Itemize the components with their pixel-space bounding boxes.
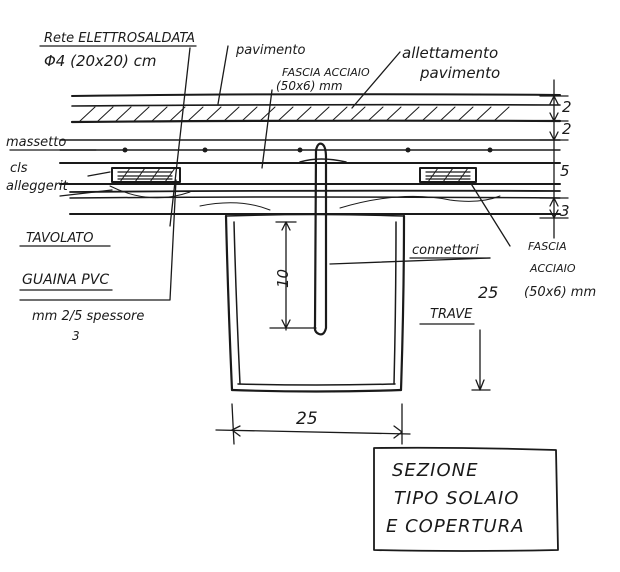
label-allettamento-1: allettamento [402, 44, 498, 62]
steel-plate-left [111, 167, 181, 183]
label-fascia-right-2: ACCIAIO [529, 262, 576, 275]
guaina-line [69, 189, 561, 193]
tavolato-top-line [69, 196, 561, 199]
rete-mesh-dots [122, 147, 493, 153]
connector-rod [313, 142, 328, 336]
beam [224, 213, 406, 393]
label-trave: TRAVE [430, 307, 473, 322]
label-rete-1: Rete ELETTROSALDATA [44, 31, 195, 46]
allettamento-hatching [79, 106, 510, 122]
tavolato-grain-right [339, 195, 501, 209]
annotations: Rete ELETTROSALDATA Φ4 (20x20) cm pavime… [6, 31, 596, 537]
label-tavolato: TAVOLATO [26, 231, 93, 246]
massetto-top-line [59, 138, 561, 141]
floor-layers [59, 93, 562, 215]
label-guaina-1: GUAINA PVC [22, 272, 109, 288]
label-massetto: massetto [6, 135, 66, 150]
dim-label-5: 5 [560, 162, 570, 180]
tavolato-grain-left [109, 185, 191, 199]
connector-head [299, 158, 347, 163]
label-rete-2: Φ4 (20x20) cm [44, 52, 157, 70]
massetto-bottom-line [59, 161, 561, 164]
allettamento-bottom-line [70, 119, 562, 124]
steel-plate-right [419, 167, 477, 183]
label-pavimento: pavimento [235, 43, 306, 58]
tavolato-bottom-line [69, 212, 561, 215]
leader-lines [9, 45, 511, 325]
pavimento-top-line [71, 93, 561, 97]
dim-label-25-right: 25 [478, 283, 498, 302]
label-cls-1: cls [10, 161, 28, 176]
dimension-lines [215, 79, 569, 445]
dim-label-25-bottom: 25 [296, 409, 318, 429]
label-connettori: connettori [412, 243, 479, 258]
label-guaina-2: mm 2/5 spessore [32, 309, 144, 324]
label-fascia-top-2: (50x6) mm [276, 79, 343, 93]
dim-label-2a: 2 [562, 98, 572, 116]
label-cls-2: alleggerit [6, 179, 69, 194]
dim-label-3: 3 [560, 202, 570, 220]
label-guaina-3: 3 [72, 329, 80, 343]
tavolato-grain-center [199, 202, 271, 211]
cls-bottom-line [59, 182, 561, 185]
dim-label-10: 10 [274, 269, 292, 288]
allettamento-top-line [71, 103, 561, 107]
label-fascia-right-1: FASCIA [528, 240, 567, 253]
title-line-1: SEZIONE [392, 460, 478, 481]
label-fascia-right-3: (50x6) mm [524, 285, 596, 300]
dim-label-2b: 2 [562, 120, 572, 138]
title-line-2: TIPO SOLAIO [394, 488, 519, 509]
title-box [373, 446, 559, 552]
title-line-3: E COPERTURA [386, 516, 525, 537]
rete-mesh-line [59, 148, 561, 151]
label-allettamento-2: pavimento [419, 64, 500, 82]
label-fascia-top-1: FASCIA ACCIAIO [282, 66, 370, 79]
